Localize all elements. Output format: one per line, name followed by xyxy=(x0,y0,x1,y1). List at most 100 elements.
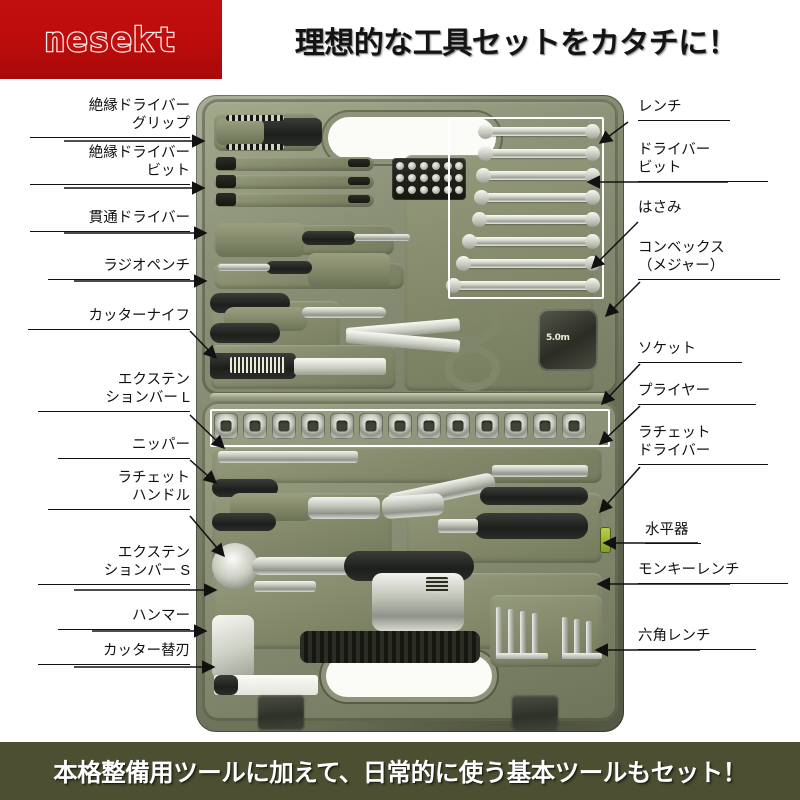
callout-underline xyxy=(30,229,190,232)
tray-slot xyxy=(214,157,374,171)
callout-radio-pliers: ラジオペンチ xyxy=(48,258,190,280)
spirit-level-vial xyxy=(600,527,611,553)
callout-underline xyxy=(30,135,190,138)
callout-line: エクステン xyxy=(117,545,190,561)
cutter-spare-blade-cap xyxy=(214,675,238,695)
callout-line: モンキーレンチ xyxy=(638,562,740,578)
tape-measure-label: 5.0m xyxy=(546,333,570,343)
hex-key xyxy=(574,619,590,659)
hex-key xyxy=(496,607,512,659)
cutter-spare-blade-case xyxy=(214,675,318,695)
callout-line: 絶縁ドライバー xyxy=(88,98,190,114)
cutter-knife-slider xyxy=(230,357,286,373)
callout-line: エクステン xyxy=(117,372,190,388)
callout-hex-wrench: 六角レンチ xyxy=(638,628,790,650)
case-hinge xyxy=(210,393,610,403)
combination-wrench xyxy=(478,124,600,139)
callout-insulated-driver-grip: 絶縁ドライバー グリップ xyxy=(30,98,190,138)
callout-line: 六角レンチ xyxy=(638,628,711,644)
tool-case-photo: 5.0m xyxy=(196,95,624,732)
socket xyxy=(359,413,383,439)
callout-underline xyxy=(638,277,780,280)
case-handle-cutout xyxy=(328,117,496,159)
callout-line: 水平器 xyxy=(645,522,689,538)
extension-bar-long xyxy=(218,451,358,463)
case-latch xyxy=(258,695,304,729)
callout-through-driver: 貫通ドライバー xyxy=(30,210,190,232)
ratchet-driver-shaft xyxy=(438,519,478,533)
hex-key xyxy=(508,609,524,659)
callout-line: ビット xyxy=(146,162,191,179)
callout-underline xyxy=(28,327,190,330)
callout-underline xyxy=(38,662,190,665)
callout-line: ビット xyxy=(638,159,682,176)
hex-key xyxy=(562,617,578,659)
callout-underline xyxy=(30,182,190,185)
plier-jaw xyxy=(381,492,445,520)
callout-line: ニッパー xyxy=(132,437,190,453)
callout-underline xyxy=(48,277,190,280)
callout-hammer: ハンマー xyxy=(58,608,190,630)
callout-wrench: レンチ xyxy=(638,99,790,121)
tray-slot xyxy=(214,175,374,189)
callout-underline xyxy=(645,541,701,544)
cutter-knife-blade xyxy=(294,358,386,375)
socket xyxy=(243,413,267,439)
callout-line: ラジオペンチ xyxy=(103,258,190,274)
combination-wrench xyxy=(462,234,600,249)
brand-logo: nesekt xyxy=(0,0,222,79)
through-screwdriver-handle xyxy=(308,253,390,287)
callout-line: ドライバー xyxy=(638,142,711,158)
callout-line: ハンマー xyxy=(132,608,190,624)
insulated-bit-tip xyxy=(348,195,370,203)
socket xyxy=(214,413,238,439)
header: nesekt 理想的な工具セットをカタチに！ xyxy=(0,0,800,80)
socket xyxy=(562,413,586,439)
socket xyxy=(388,413,412,439)
callout-underline xyxy=(638,179,768,182)
callout-line: プライヤー xyxy=(638,383,711,399)
combination-wrench xyxy=(456,256,600,271)
radio-pliers-handle xyxy=(210,323,280,343)
socket xyxy=(301,413,325,439)
radio-pliers-nose xyxy=(302,307,386,318)
through-screwdriver-shaft xyxy=(354,234,410,241)
driver-handle xyxy=(480,487,588,505)
insulated-bit-tip xyxy=(348,177,370,185)
page-title: 理想的な工具セットをカタチに！ xyxy=(294,26,738,60)
driver-shaft xyxy=(492,465,588,477)
callout-underline xyxy=(638,581,788,584)
socket xyxy=(533,413,557,439)
callout-nippers: ニッパー xyxy=(58,437,190,459)
callout-socket: ソケット xyxy=(638,341,790,363)
tape-measure: 5.0m xyxy=(538,309,598,371)
callout-extension-bar-l: エクステン ションバー L xyxy=(38,372,190,412)
callout-monkey-wrench: モンキーレンチ xyxy=(638,562,798,584)
callout-underline xyxy=(638,118,730,121)
callout-line: ションバー L xyxy=(105,389,190,406)
callout-underline xyxy=(638,647,756,650)
tool-case-shell: 5.0m xyxy=(196,95,624,732)
callout-extension-bar-s: エクステン ションバー S xyxy=(38,545,190,585)
insulated-screwdriver-body xyxy=(216,119,264,145)
through-screwdriver-shaft xyxy=(218,264,270,271)
callout-line: ハンドル xyxy=(132,487,190,504)
callout-line: ラチェット xyxy=(638,425,711,441)
callout-line: ドライバー xyxy=(638,442,711,459)
insulated-bit xyxy=(216,193,236,206)
combination-wrench xyxy=(446,278,600,293)
ratchet-driver-handle xyxy=(474,513,588,539)
callout-underline xyxy=(58,627,190,630)
callout-plier: プライヤー xyxy=(638,383,790,405)
combination-wrench xyxy=(472,212,600,227)
callout-underline xyxy=(638,402,756,405)
scissors-ring xyxy=(444,345,500,391)
callout-underline xyxy=(38,582,190,585)
combination-wrench xyxy=(474,190,600,205)
callout-underline xyxy=(638,360,742,363)
footer-text: 本格整備用ツールに加えて、日常的に使う基本ツールもセット！ xyxy=(53,759,747,787)
combination-wrench xyxy=(476,168,600,183)
callout-line: レンチ xyxy=(638,99,682,115)
socket xyxy=(446,413,470,439)
